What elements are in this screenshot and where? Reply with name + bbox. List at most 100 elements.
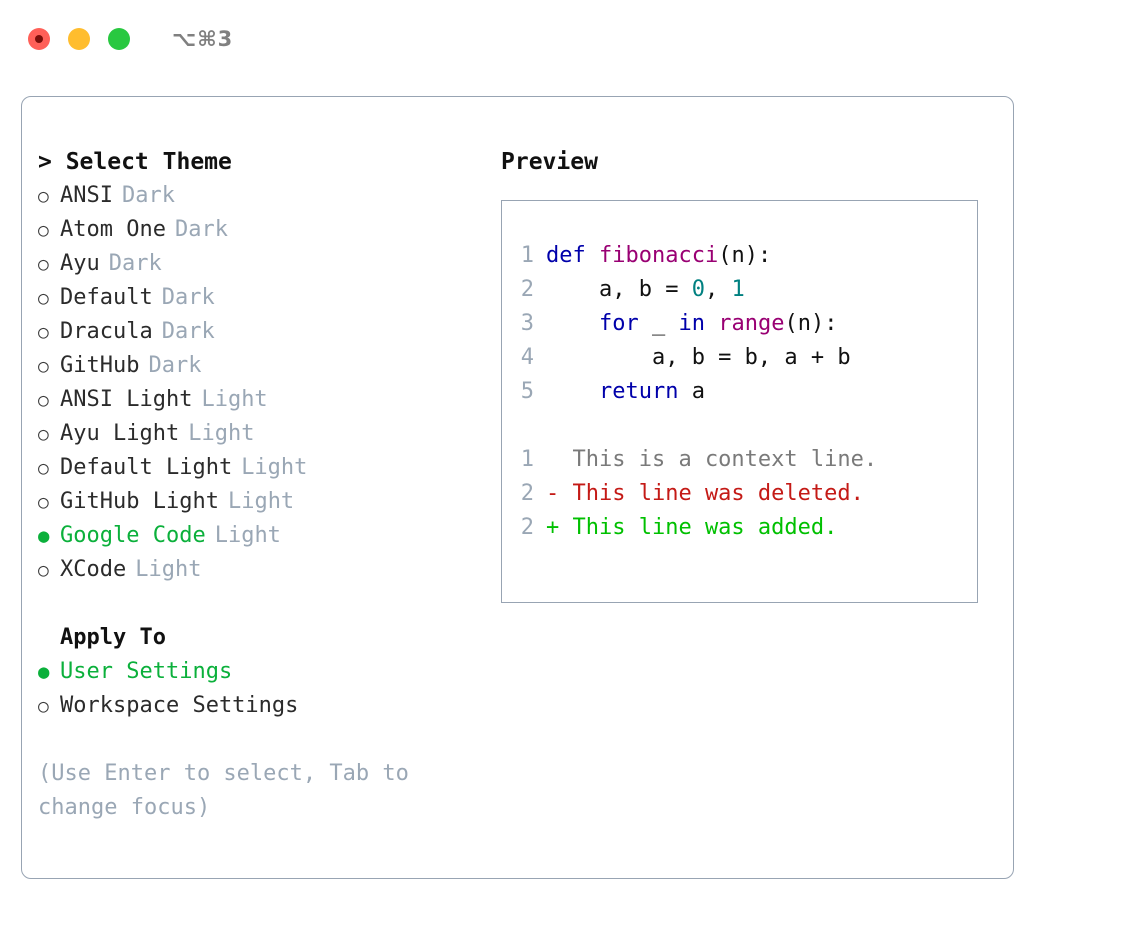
apply-to-label: Workspace Settings <box>60 693 299 718</box>
close-window-icon[interactable] <box>28 28 50 50</box>
apply-to-label: User Settings <box>60 659 233 684</box>
apply-to-list[interactable]: ● User Settings ○ Workspace Settings <box>38 655 493 723</box>
theme-name: GitHub Light <box>60 489 219 514</box>
minimize-window-icon[interactable] <box>68 28 90 50</box>
code-token: fibonacci <box>598 243 719 268</box>
diff-line: 1 This is a context line. <box>502 443 977 477</box>
code-token: , <box>704 277 732 302</box>
theme-name: Dracula <box>60 319 153 344</box>
code-token <box>546 311 599 336</box>
theme-category-tag: Light <box>214 523 281 548</box>
theme-category-tag: Light <box>188 421 255 446</box>
code-token: a <box>678 379 705 404</box>
keyboard-hint-text: (Use Enter to select, Tab to change focu… <box>38 761 423 820</box>
code-line: 1 def fibonacci(n): <box>502 239 977 273</box>
line-number: 1 <box>520 243 534 268</box>
theme-category-tag: Dark <box>161 285 215 310</box>
theme-category-tag: Dark <box>148 353 202 378</box>
theme-category-tag: Dark <box>108 251 162 276</box>
code-line: 4 a, b = b, a + b <box>502 341 977 375</box>
radio-unselected-icon: ○ <box>38 492 49 513</box>
radio-unselected-icon: ○ <box>38 288 49 309</box>
theme-category-tag: Light <box>135 557 202 582</box>
radio-unselected-icon: ○ <box>38 220 49 241</box>
diff-text: This is a context line. <box>546 447 878 472</box>
code-token: 1 <box>731 277 745 302</box>
radio-unselected-icon: ○ <box>38 560 49 581</box>
diff-sample: 1 This is a context line. 2 - This line wa… <box>502 443 977 545</box>
code-text: def fibonacci(n): <box>546 239 771 273</box>
radio-unselected-icon: ○ <box>38 458 49 479</box>
theme-name: XCode <box>60 557 127 582</box>
select-theme-heading: > Select Theme <box>38 149 232 175</box>
code-text: a, b = 0, 1 <box>546 273 745 307</box>
apply-to-option[interactable]: ○ Workspace Settings <box>38 689 493 723</box>
theme-category-tag: Dark <box>121 183 175 208</box>
keyboard-shortcut-label: ⌥⌘3 <box>172 27 234 51</box>
line-number: 2 <box>520 481 534 506</box>
line-number: 1 <box>520 447 534 472</box>
theme-name: ANSI <box>60 183 113 208</box>
line-number: 5 <box>520 379 534 404</box>
theme-list-item[interactable]: ○ Dracula Dark <box>38 315 493 349</box>
traffic-light-group <box>28 28 130 50</box>
theme-category-tag: Dark <box>174 217 228 242</box>
line-number: 2 <box>520 515 534 540</box>
code-line: 3 for _ in range(n): <box>502 307 977 341</box>
theme-list-item[interactable]: ● Google Code Light <box>38 519 493 553</box>
code-token: in <box>678 311 705 336</box>
diff-line: 2+ This line was added. <box>502 511 977 545</box>
code-token: _ <box>638 311 679 336</box>
theme-name: Ayu <box>60 251 100 276</box>
radio-unselected-icon: ○ <box>38 424 49 445</box>
theme-list-item[interactable]: ○ GitHub Light Light <box>38 485 493 519</box>
code-token <box>705 311 718 336</box>
theme-list-item[interactable]: ○ XCode Light <box>38 553 493 587</box>
theme-list-item[interactable]: ○ Ayu Light Light <box>38 417 493 451</box>
code-token: range <box>718 311 785 336</box>
code-text: return a <box>546 375 705 409</box>
diff-line: 2 - This line was deleted. <box>502 477 977 511</box>
line-number: 3 <box>520 311 534 336</box>
apply-to-option[interactable]: ● User Settings <box>38 655 493 689</box>
theme-name: Ayu Light <box>60 421 180 446</box>
radio-selected-icon: ● <box>38 661 50 683</box>
code-token: 0 <box>691 277 705 302</box>
code-token: (n): <box>718 243 772 268</box>
theme-category-tag: Light <box>201 387 268 412</box>
code-text: a, b = b, a + b <box>546 341 851 375</box>
line-number: 2 <box>520 277 534 302</box>
code-token: a, b = <box>546 277 692 302</box>
theme-category-tag: Light <box>227 489 295 514</box>
window-titlebar: ⌥⌘3 <box>0 0 1140 78</box>
radio-unselected-icon: ○ <box>38 696 49 717</box>
radio-unselected-icon: ○ <box>38 390 49 411</box>
code-token: (n): <box>784 311 838 336</box>
preview-heading: Preview <box>501 149 598 175</box>
maximize-window-icon[interactable] <box>108 28 130 50</box>
theme-category-tag: Dark <box>161 319 215 344</box>
diff-spacer <box>502 409 977 443</box>
diff-text: - This line was deleted. <box>546 481 864 506</box>
radio-selected-icon: ● <box>38 525 50 547</box>
radio-unselected-icon: ○ <box>38 322 49 343</box>
code-token: a, b = b, a + b <box>546 345 851 370</box>
code-token: for <box>598 311 639 336</box>
code-line: 5 return a <box>502 375 977 409</box>
theme-name: Google Code <box>60 523 206 548</box>
line-number: 4 <box>520 345 534 370</box>
code-token: def <box>546 243 599 268</box>
theme-name: Default Light <box>60 455 233 480</box>
code-token: return <box>598 379 679 404</box>
